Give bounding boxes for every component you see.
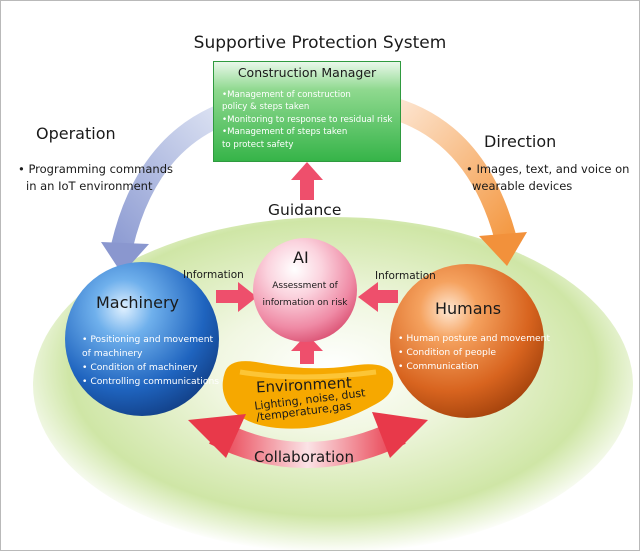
information-left-label: Information	[183, 269, 244, 281]
direction-line: wearable devices	[472, 179, 573, 193]
information-right-label: Information	[375, 270, 436, 282]
construction-manager-box: Construction Manager •Management of cons…	[213, 61, 401, 162]
env-up-arrow-shaft	[300, 348, 314, 364]
humans-list: • Human posture and movement • Condition…	[398, 332, 550, 374]
ai-label: AI	[293, 248, 309, 267]
humans-label: Humans	[435, 299, 502, 318]
info-left-arrow-shaft	[216, 290, 242, 303]
machinery-label: Machinery	[96, 293, 180, 312]
direction-line: • Images, text, and voice on	[466, 162, 630, 176]
guidance-arrowhead	[291, 162, 323, 180]
manager-item: •Management of construction	[222, 90, 351, 100]
manager-item: policy & steps taken	[222, 102, 310, 113]
operation-line: in an IoT environment	[26, 179, 153, 193]
direction-label: Direction	[484, 132, 557, 151]
collaboration-right-head	[372, 412, 428, 458]
environment-shape	[222, 361, 394, 429]
machinery-item: • Positioning and movement	[82, 334, 214, 345]
guidance-label: Guidance	[268, 201, 342, 219]
direction-arrowhead	[479, 232, 527, 266]
ai-line: Assessment of	[272, 281, 338, 291]
construction-manager-title: Construction Manager	[237, 65, 377, 80]
manager-item: to protect safety	[222, 139, 294, 150]
machinery-item: of machinery	[82, 348, 143, 359]
ai-sphere	[253, 238, 357, 342]
machinery-sphere	[65, 262, 219, 416]
info-right-arrow-shaft	[372, 290, 398, 303]
machinery-item: • Controlling communications	[82, 376, 220, 387]
construction-manager-list: •Management of construction policy & ste…	[222, 89, 392, 151]
collaboration-arrow	[209, 420, 406, 468]
direction-arrow	[382, 95, 516, 240]
diagram-title: Supportive Protection System	[193, 33, 447, 53]
collaboration-left-head	[188, 414, 246, 458]
manager-item: •Management of steps taken	[222, 127, 348, 138]
guidance-arrow-shaft	[300, 178, 314, 200]
humans-item: • Communication	[398, 361, 479, 372]
manager-item: •Monitoring to response to residual risk	[222, 114, 393, 125]
operation-arrowhead	[101, 242, 149, 274]
operation-label: Operation	[36, 124, 116, 143]
humans-sphere	[390, 264, 544, 418]
ai-line: information on risk	[262, 298, 348, 308]
machinery-list: • Positioning and movement of machinery …	[82, 333, 219, 389]
machinery-item: • Condition of machinery	[82, 362, 198, 373]
info-right-arrowhead	[358, 282, 378, 312]
operation-line: • Programming commands	[18, 162, 173, 176]
info-left-arrowhead	[238, 282, 257, 312]
humans-item: • Condition of people	[398, 347, 497, 358]
collaboration-label: Collaboration	[254, 448, 354, 466]
env-up-arrowhead	[291, 334, 323, 351]
humans-item: • Human posture and movement	[398, 333, 551, 344]
